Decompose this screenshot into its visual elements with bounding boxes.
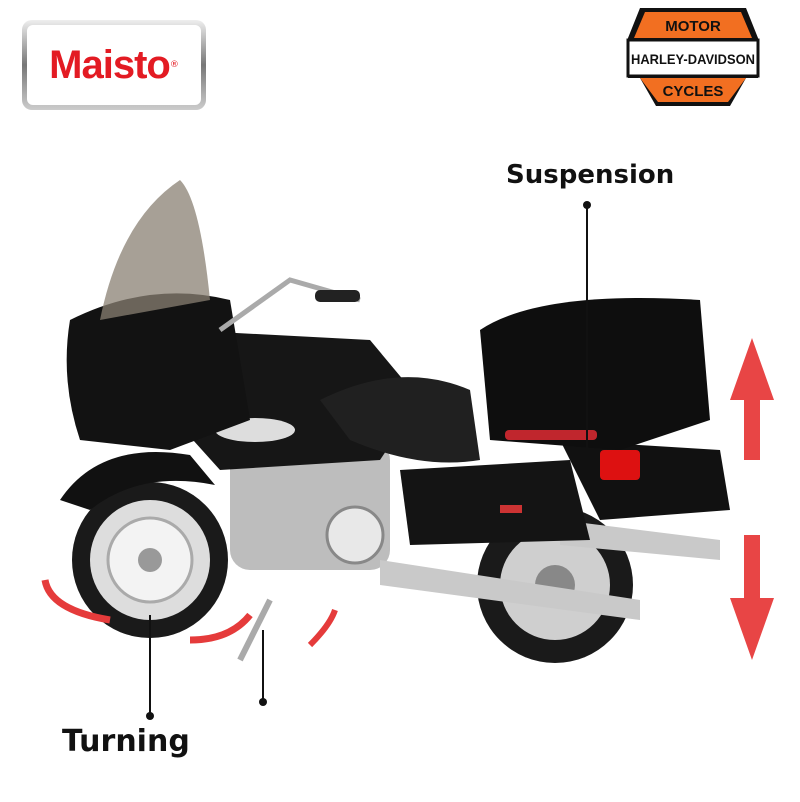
up-arrow-icon	[730, 338, 774, 460]
harley-davidson-logo: MOTOR HARLEY-DAVIDSON CYCLES	[626, 8, 760, 106]
turning-label: Turning	[62, 724, 190, 759]
turning-callout-dot-stand	[259, 698, 267, 706]
maisto-logo-text: Maisto	[49, 42, 171, 87]
hd-logo-middle: HARLEY-DAVIDSON	[631, 51, 755, 67]
down-arrow-icon	[730, 535, 774, 660]
trademark: ®	[169, 60, 179, 70]
suspension-label: Suspension	[506, 160, 675, 190]
suspension-callout-line	[586, 205, 588, 470]
hd-logo-top: MOTOR	[665, 18, 721, 35]
turning-callout-dot-wheel	[146, 712, 154, 720]
turning-callout-line-stand	[262, 630, 264, 700]
motorcycle-image	[41, 180, 774, 663]
turning-callout-line-wheel	[149, 615, 151, 715]
hd-logo-bottom: CYCLES	[663, 83, 724, 100]
maisto-logo: Maisto®	[22, 20, 206, 110]
